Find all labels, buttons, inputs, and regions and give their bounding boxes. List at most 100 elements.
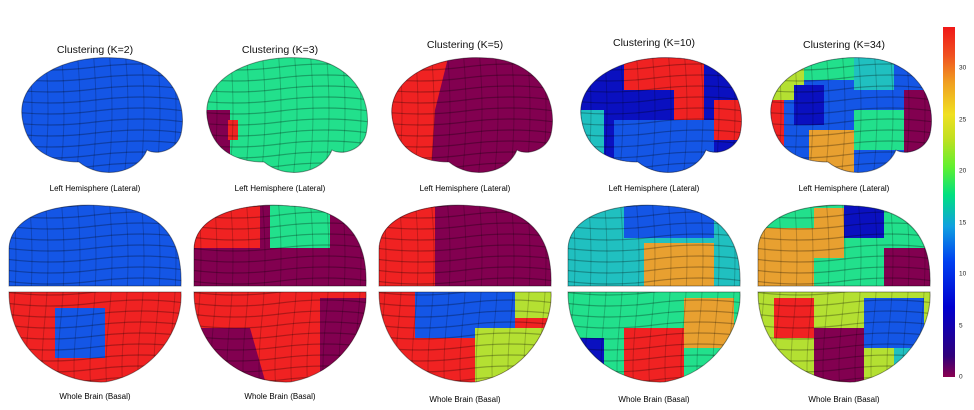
sulcus-line <box>290 205 298 286</box>
sulcus-line <box>194 310 367 318</box>
sulcus-line <box>379 277 552 285</box>
cluster-region <box>814 208 844 258</box>
sulcus-line <box>758 332 931 340</box>
sulcus-line <box>21 107 183 115</box>
sulcus-line <box>306 205 314 286</box>
panel-title: Clustering (K=10) <box>613 37 695 49</box>
sulcus-line <box>616 205 624 286</box>
sulcus-line <box>568 255 741 263</box>
colorbar-tick-label: 25 <box>959 116 967 124</box>
sulcus-line <box>9 277 182 285</box>
sulcus-line <box>25 205 33 286</box>
sulcus-line <box>902 205 910 286</box>
sulcus-line <box>475 205 483 286</box>
cluster-region <box>9 205 182 286</box>
panel-title: Clustering (K=3) <box>241 44 319 56</box>
sulcus-line <box>379 233 552 241</box>
cluster-region <box>614 120 714 173</box>
cluster-region <box>714 100 742 140</box>
lateral-caption: Left Hemisphere (Lateral) <box>0 184 190 194</box>
sulcus-line <box>322 205 330 286</box>
sulcus-line <box>822 205 830 286</box>
sulcus-line <box>194 244 367 252</box>
panel-k2: Clustering (K=2) Left Hemisphere (Latera… <box>0 0 190 410</box>
brain-outline <box>757 291 931 383</box>
sulcus-line <box>758 233 931 241</box>
sulcus-line <box>754 174 934 180</box>
sulcus-line <box>194 292 367 296</box>
sulcus-line <box>73 205 81 286</box>
colorbar-tick-label: 0 <box>959 373 963 381</box>
brain-surface <box>754 50 934 180</box>
sulcus-line <box>210 205 218 286</box>
sulcus-line <box>770 85 932 93</box>
sulcus-line <box>664 292 672 383</box>
sulcus-line <box>379 205 387 286</box>
sulcus-line <box>190 174 370 180</box>
sulcus-line <box>475 57 483 173</box>
panel-title: Clustering (K=2) <box>56 44 134 56</box>
sulcus-line <box>194 277 367 285</box>
sulcus-line <box>226 205 234 286</box>
sulcus-line <box>194 343 367 351</box>
sulcus-line <box>870 205 878 286</box>
sulcus-line <box>648 292 656 383</box>
sulcus-line <box>57 205 65 286</box>
cluster-region <box>580 110 604 160</box>
sulcus-line <box>105 57 113 173</box>
sulcus-line <box>854 205 862 286</box>
sulcus-line <box>379 299 552 307</box>
sulcus-line <box>9 332 182 340</box>
sulcus-line <box>391 96 553 104</box>
lateral-caption: Left Hemisphere (Lateral) <box>370 184 560 194</box>
sulcus-line <box>105 292 113 383</box>
cluster-region <box>864 298 924 348</box>
sulcus-line <box>568 205 576 286</box>
sulcus-line <box>568 292 741 296</box>
brain-outline <box>757 204 931 287</box>
sulcus-line <box>568 277 741 285</box>
sulcus-line <box>568 244 741 252</box>
lateral-brain-k10 <box>564 57 744 180</box>
lateral-caption: Left Hemisphere (Lateral) <box>749 184 939 194</box>
basal-caption: Whole Brain (Basal) <box>749 395 939 405</box>
basal-caption: Whole Brain (Basal) <box>0 392 190 402</box>
sulcus-line <box>770 96 932 104</box>
basal-caption: Whole Brain (Basal) <box>559 395 749 405</box>
sulcus-line <box>9 299 182 307</box>
sulcus-line <box>379 321 552 329</box>
sulcus-line <box>379 255 552 263</box>
sulcus-line <box>9 205 17 286</box>
sulcus-line <box>491 205 499 286</box>
sulcus-line <box>9 310 182 318</box>
sulcus-line <box>580 85 742 93</box>
colorbar <box>943 27 955 377</box>
sulcus-line <box>568 310 741 318</box>
sulcus-line <box>9 233 182 241</box>
cluster-region <box>844 205 884 238</box>
cluster-region <box>568 338 604 383</box>
colorbar-tick-label: 20 <box>959 167 967 175</box>
sulcus-line <box>21 129 183 137</box>
sulcus-line <box>580 118 742 126</box>
cluster-region <box>228 120 238 140</box>
brain-outline <box>378 204 552 287</box>
brain-outline <box>391 57 553 173</box>
sulcus-line <box>391 107 553 115</box>
sulcus-line <box>395 205 403 286</box>
sulcus-line <box>759 50 765 180</box>
cluster-region <box>379 205 435 286</box>
brain-surface <box>564 57 744 180</box>
cluster-region <box>774 298 814 338</box>
brain-surface <box>391 57 553 173</box>
sulcus-line <box>770 129 932 137</box>
sulcus-line <box>564 174 744 180</box>
sulcus-line <box>758 299 931 307</box>
panel-k5: Clustering (K=5) Left Hemisphere (Latera… <box>370 0 560 410</box>
sulcus-line <box>758 222 931 230</box>
brain-outline <box>567 291 741 383</box>
basal-brain-k10 <box>567 204 741 383</box>
colorbar-tick-label: 30 <box>959 64 967 72</box>
sulcus-line <box>379 244 552 252</box>
